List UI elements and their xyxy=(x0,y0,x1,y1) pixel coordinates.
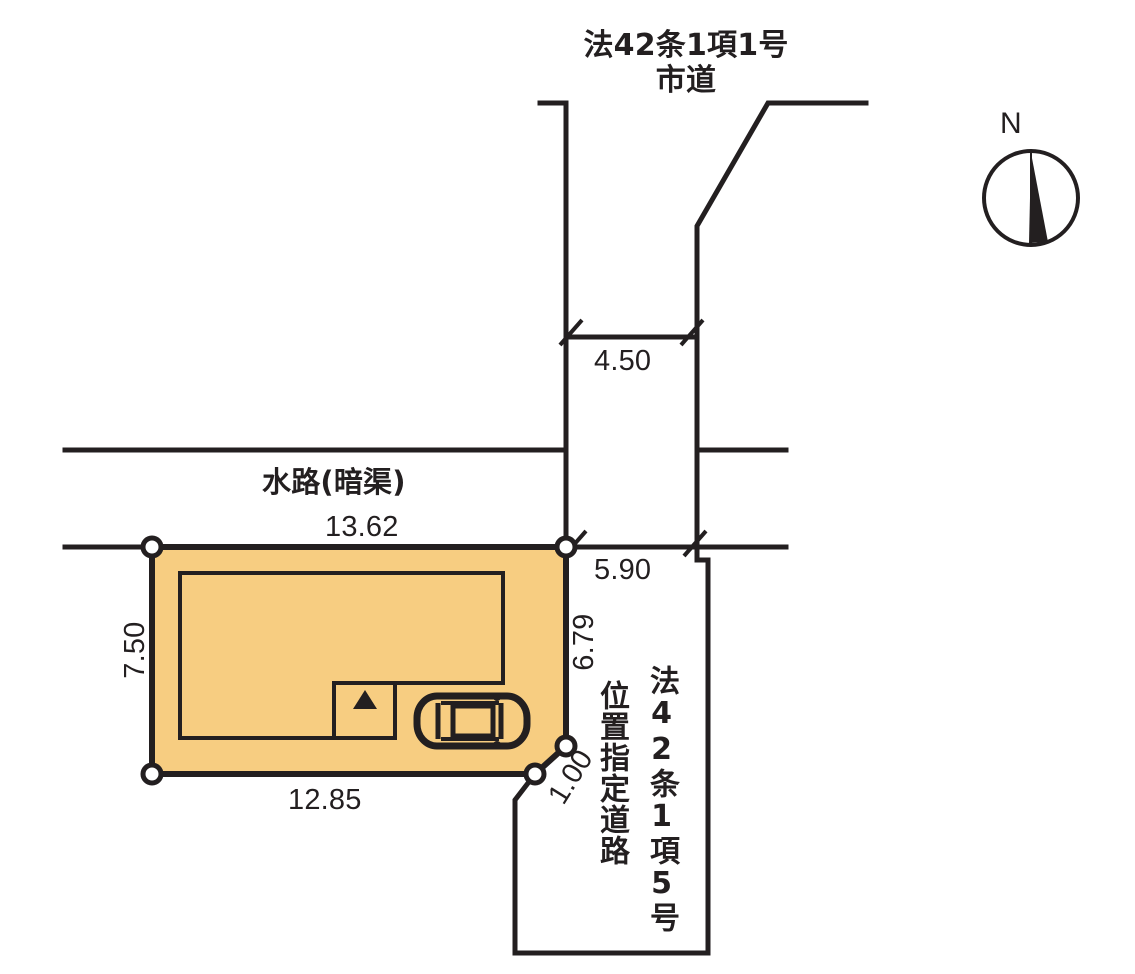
waterway-label: 水路(暗渠) xyxy=(262,465,406,499)
car-center-dot-bottom xyxy=(493,741,501,749)
side-road-designation-label: 法42条1項5号 xyxy=(644,665,679,933)
parcel-corner-markers xyxy=(140,535,578,786)
corner-marker-ne xyxy=(554,535,578,559)
side-road-type-label: 位置指定道路 xyxy=(594,680,629,866)
compass-needle-east-half xyxy=(1030,153,1048,243)
top-road-boundaries xyxy=(537,100,869,550)
dimension-parcel-south: 12.85 xyxy=(288,784,362,816)
dimension-parcel-north: 13.62 xyxy=(325,511,399,543)
dimension-top-road-width: 4.50 xyxy=(594,345,652,377)
car-center-dot-top xyxy=(493,693,501,701)
compass-north-label: N xyxy=(1000,107,1022,140)
entrance-box xyxy=(332,681,397,740)
top-road-right-edge xyxy=(694,100,869,550)
entrance-triangle-icon xyxy=(353,690,377,709)
lower-road-outline xyxy=(512,544,711,956)
dim-5-90-tick-right xyxy=(682,529,708,558)
waterway-lines xyxy=(62,447,789,550)
corner-marker-nw xyxy=(140,535,164,559)
dim-4-50-tick-right xyxy=(679,318,705,347)
top-road-left-edge xyxy=(537,100,569,550)
top-road-title-line2: 市道 xyxy=(655,63,717,98)
dimension-parcel-east: 6.79 xyxy=(567,613,600,671)
dimension-parcel-west: 7.50 xyxy=(118,621,151,679)
corner-marker-east-chamfer xyxy=(554,734,578,758)
top-road-title-line1: 法42条1項1号 xyxy=(583,28,789,63)
corner-marker-sw xyxy=(140,762,164,786)
car-icon xyxy=(413,692,531,750)
building-footprint xyxy=(178,571,505,740)
compass-rose xyxy=(982,149,1080,247)
dimension-side-road-width: 5.90 xyxy=(594,554,652,586)
car-cabin xyxy=(450,703,496,739)
dim-4-50-tick-left xyxy=(558,318,584,347)
corner-marker-south-chamfer xyxy=(523,762,547,786)
lower-road-boundaries xyxy=(512,544,711,956)
